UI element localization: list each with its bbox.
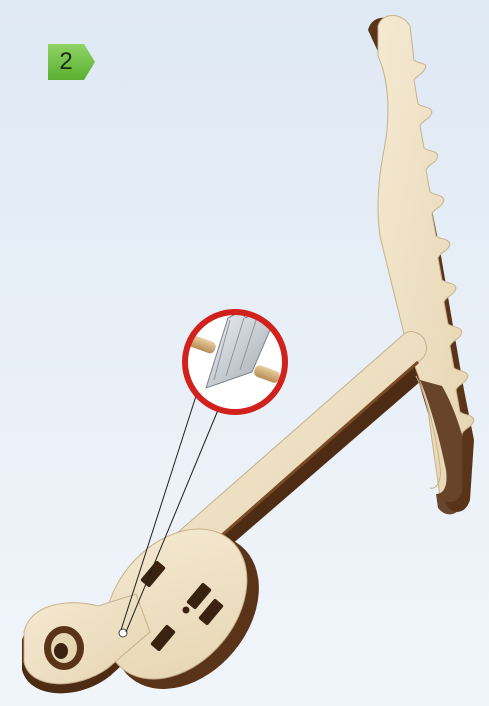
magnifier-callout xyxy=(185,308,285,412)
step-badge: 2 xyxy=(48,44,95,80)
rack-arm xyxy=(368,16,474,515)
step-number: 2 xyxy=(48,44,84,80)
